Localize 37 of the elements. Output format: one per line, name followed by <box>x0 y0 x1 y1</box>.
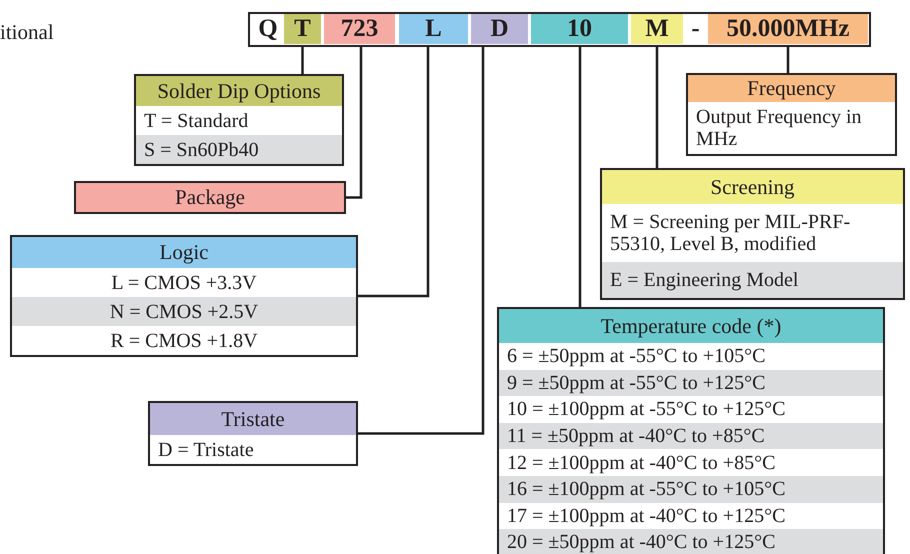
connector-line <box>358 46 430 298</box>
table-row: 16 = ±100ppm at -55°C to +105°C <box>499 476 883 503</box>
table-header: Solder Dip Options <box>136 76 342 106</box>
option-table <box>686 73 897 156</box>
connector-line <box>578 46 582 307</box>
table-header: Temperature code (*) <box>499 309 883 343</box>
table-row: 11 = ±50ppm at -40°C to +85°C <box>499 422 883 450</box>
option-table <box>600 168 905 300</box>
table-row: N = CMOS +2.5V <box>12 297 356 326</box>
table-row: E = Engineering Model <box>602 262 903 298</box>
connector-line <box>358 46 484 435</box>
option-table <box>134 74 344 166</box>
table-header: Tristate <box>150 403 356 435</box>
cut-off-text: itional <box>0 20 54 45</box>
option-table <box>10 235 358 357</box>
table-header: Screening <box>602 170 903 204</box>
connector-line <box>656 46 658 168</box>
table-row: 17 = ±100ppm at -40°C to +125°C <box>499 502 883 530</box>
option-table <box>148 401 358 466</box>
category-box: Package <box>74 181 346 214</box>
option-table <box>497 307 885 554</box>
table-row: 20 = ±50ppm at -40°C to +125°C <box>499 529 883 554</box>
table-header: Frequency <box>688 75 895 102</box>
table-row: S = Sn60Pb40 <box>136 135 342 164</box>
code-segment: M <box>631 14 683 44</box>
code-segment: L <box>399 14 468 44</box>
connector-line <box>346 46 362 199</box>
code-segment: 723 <box>324 14 395 44</box>
code-segment: 10 <box>531 14 628 44</box>
table-header: Logic <box>12 237 356 268</box>
connector-line <box>786 46 790 73</box>
part-number-bar <box>248 12 871 47</box>
code-segment: 50.000MHz <box>708 14 868 44</box>
table-row: 9 = ±50ppm at -55°C to +125°C <box>499 370 883 396</box>
connector-line <box>301 46 304 74</box>
code-segment: D <box>471 14 528 44</box>
code-segment: T <box>284 14 321 44</box>
